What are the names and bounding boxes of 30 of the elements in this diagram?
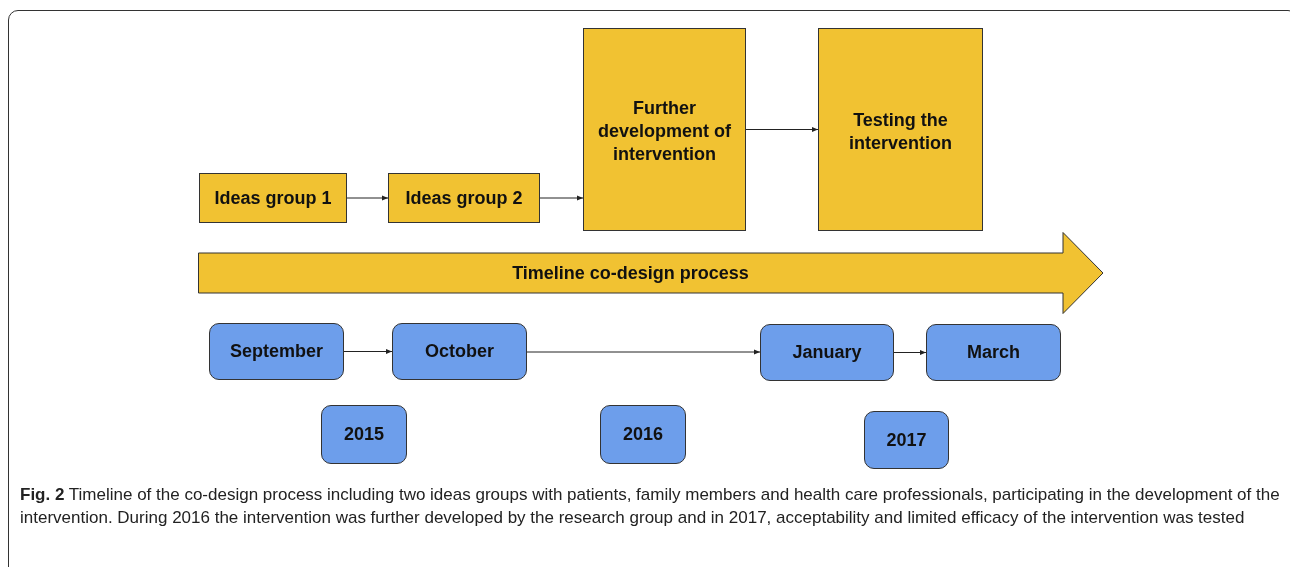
process-box [388, 173, 540, 223]
process-box [199, 173, 347, 223]
stage-box [818, 28, 983, 231]
date-box [321, 405, 407, 464]
node-label: January [792, 341, 862, 364]
caption: Fig. 2 Timeline of the co-design process including two ideas groups with patients, family members and health care professionals, participating in the development of the intervention. During 2016 the intervention was further developed by the research group and in 2017, acceptability and limited efficacy of the intervention was tested [20, 484, 1281, 529]
node-label: 2015 [343, 423, 384, 446]
date-box [926, 324, 1061, 381]
node-label: Further development of intervention [597, 97, 732, 166]
node-label: 2016 [622, 423, 663, 446]
node-label: Ideas group 2 [405, 186, 523, 210]
node-label: Testing the intervention [848, 109, 953, 155]
date-box [392, 323, 527, 380]
date-box [760, 324, 894, 381]
arrow [526, 349, 761, 355]
arrow [893, 350, 927, 355]
node-label: October [425, 340, 494, 363]
arrow [346, 195, 389, 201]
date-box [600, 405, 686, 464]
arrow [343, 349, 393, 354]
node-label: March [967, 341, 1020, 364]
node-label: September [229, 340, 323, 363]
arrow [539, 195, 584, 201]
date-box [209, 323, 344, 380]
date-box [864, 411, 949, 469]
node-label: Ideas group 1 [214, 186, 332, 210]
node-label: 2017 [886, 428, 927, 452]
node-label: Timeline co-design process [512, 261, 749, 285]
arrow [745, 127, 819, 132]
stage-box [583, 28, 746, 231]
